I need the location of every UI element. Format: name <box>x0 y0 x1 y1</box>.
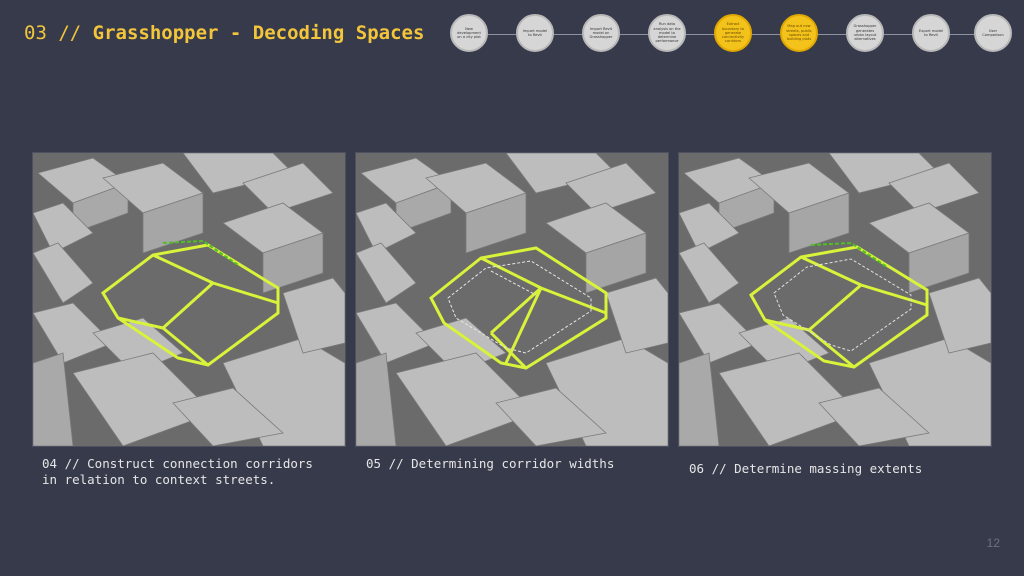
site-model-drawing <box>679 153 991 446</box>
site-model-drawing <box>33 153 345 446</box>
massing-image-04 <box>32 152 346 447</box>
flow-step-2: Import model to Revit <box>516 14 554 52</box>
caption-06: 06 // Determine massing extents <box>689 461 923 476</box>
section-title: Grasshopper - Decoding Spaces <box>92 22 425 44</box>
flow-step-8: Export model to Revit <box>912 14 950 52</box>
massing-image-05 <box>355 152 669 447</box>
section-number: 03 // <box>24 22 82 44</box>
massing-image-06 <box>678 152 992 447</box>
flow-step-1: New development on a city plot <box>450 14 488 52</box>
site-model-drawing <box>356 153 668 446</box>
caption-05: 05 // Determining corridor widths <box>366 456 615 471</box>
caption-04: 04 // Construct connection corridors in … <box>42 456 313 487</box>
flow-step-6: Map out new streets, public spaces and b… <box>780 14 818 52</box>
flow-step-4: Run data analysis on the model to determ… <box>648 14 686 52</box>
page-number: 12 <box>986 536 1000 550</box>
flow-step-3: Import Revit model on Grasshopper <box>582 14 620 52</box>
flow-step-9: User Comparison <box>974 14 1012 52</box>
process-flow: New development on a city plot Import mo… <box>450 14 1016 54</box>
slide-title: 03 // Grasshopper - Decoding Spaces <box>24 22 424 44</box>
flow-step-7: Grasshopper generates urban layout alter… <box>846 14 884 52</box>
flow-step-5: Extract boundary to generate connectivit… <box>714 14 752 52</box>
